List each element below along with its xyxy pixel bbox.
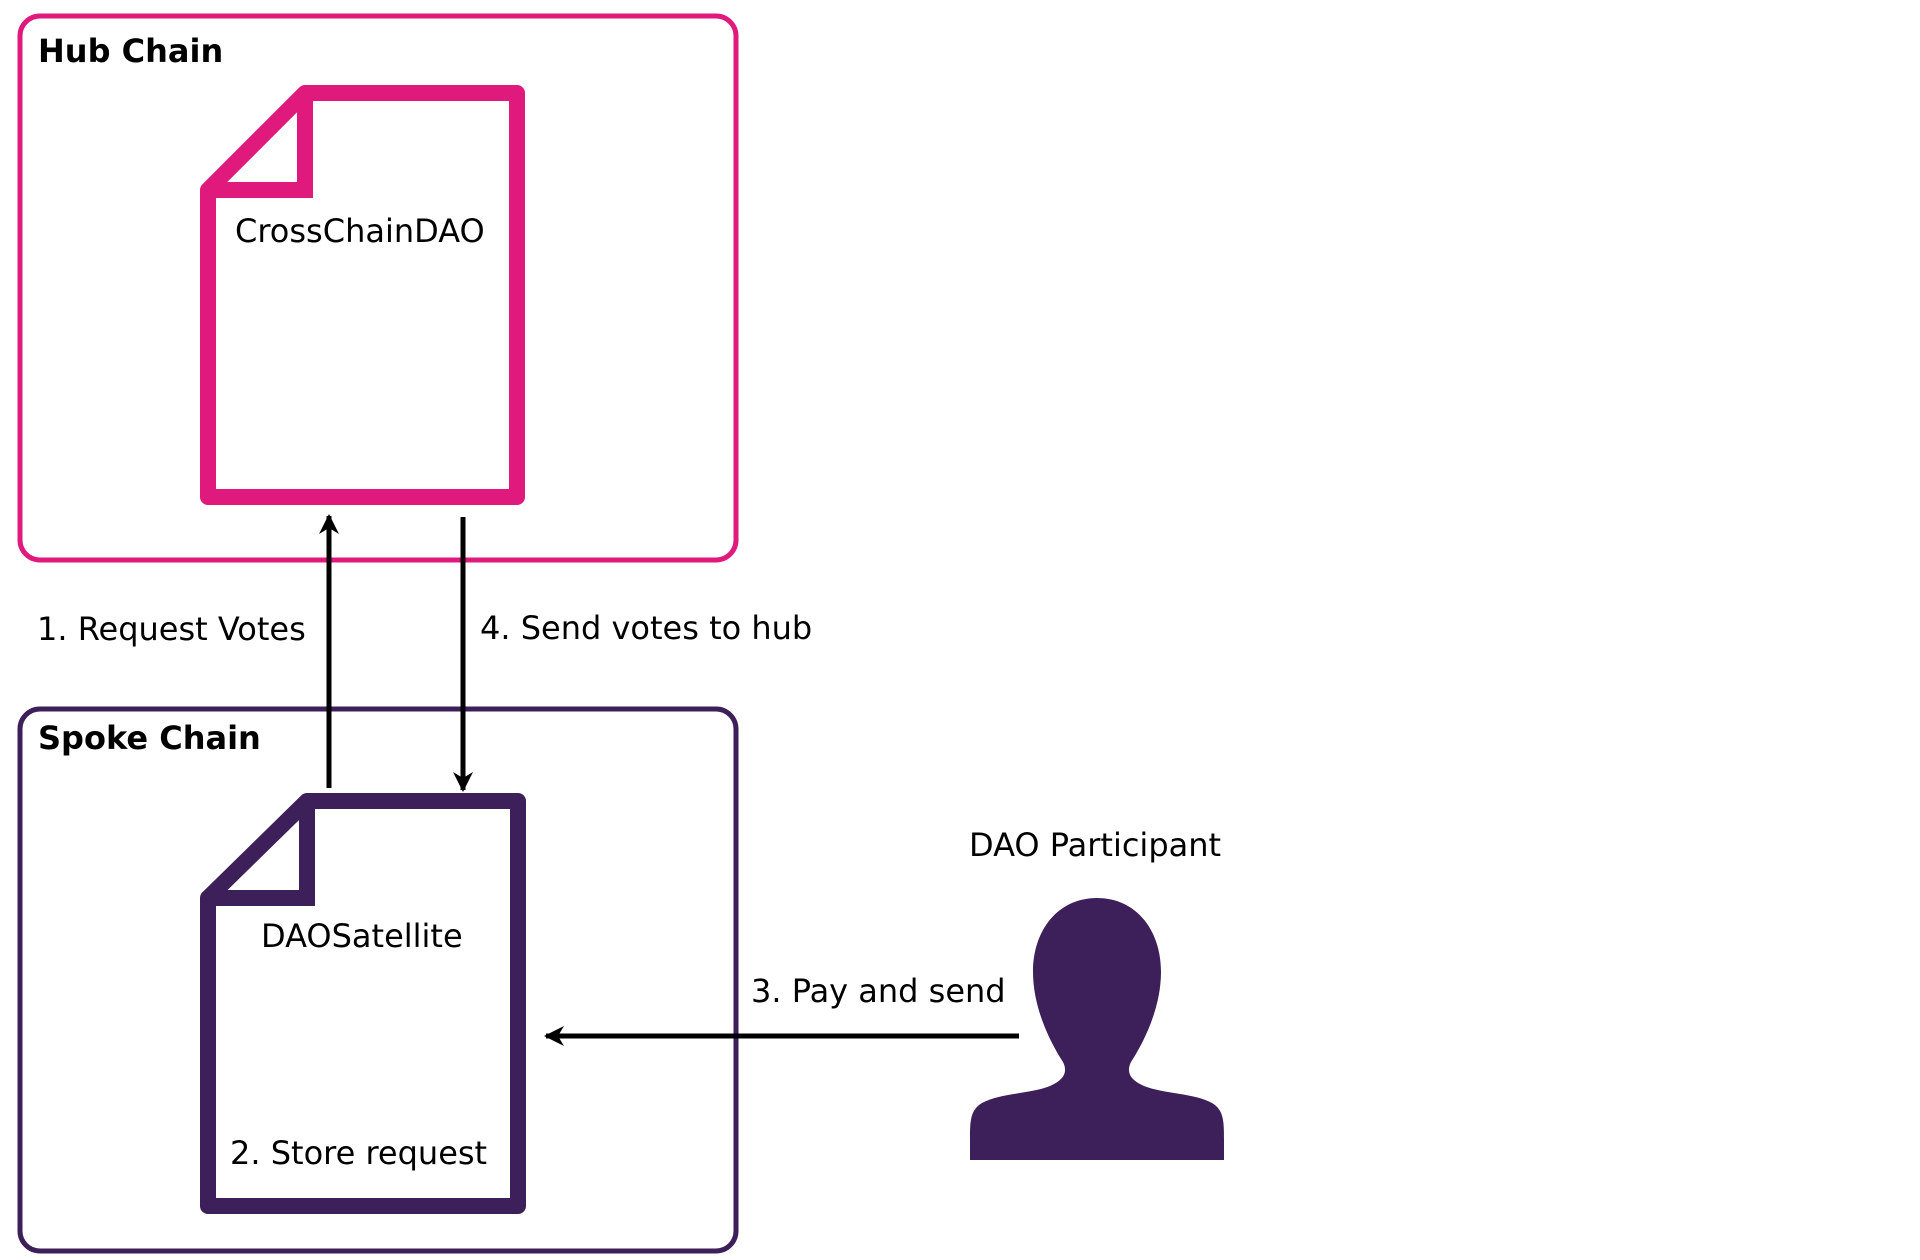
spoke-chain-title: Spoke Chain <box>38 719 261 757</box>
send-votes-label: 4. Send votes to hub <box>480 609 813 647</box>
spoke-chain-box <box>17 706 739 1254</box>
request-votes-label: 1. Request Votes <box>37 610 306 648</box>
hub-chain-title: Hub Chain <box>38 32 224 70</box>
daosatellite-document-icon <box>200 793 526 1214</box>
person-icon <box>970 898 1224 1160</box>
crosschaindao-document-icon <box>200 85 525 505</box>
hub-chain-box <box>17 13 739 563</box>
store-request-label: 2. Store request <box>230 1134 488 1172</box>
dao-participant-label: DAO Participant <box>969 826 1222 864</box>
crosschaindao-label: CrossChainDAO <box>235 212 485 250</box>
pay-and-send-label: 3. Pay and send <box>751 972 1006 1010</box>
daosatellite-label: DAOSatellite <box>261 917 463 955</box>
